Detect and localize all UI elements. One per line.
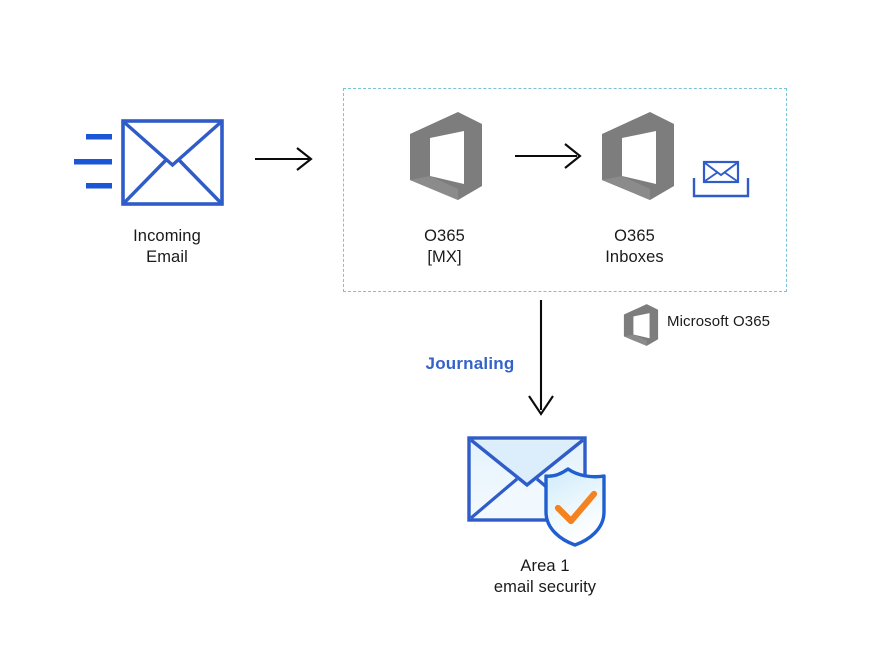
envelope-with-speedlines-icon bbox=[74, 118, 226, 210]
label-journaling: Journaling bbox=[425, 354, 515, 373]
label-o365-inboxes: O365 Inboxes bbox=[605, 227, 664, 266]
legend-label: Microsoft O365 bbox=[667, 313, 771, 330]
inbox-tray-icon bbox=[692, 158, 750, 200]
o365-boundary-zone bbox=[343, 88, 787, 292]
arrow-mx-to-inboxes-icon bbox=[515, 139, 585, 173]
envelope-shield-check-icon bbox=[465, 432, 623, 548]
arrow-incoming-to-mx-icon bbox=[255, 144, 315, 174]
office-365-icon bbox=[622, 303, 660, 347]
office-365-icon bbox=[598, 110, 678, 202]
label-o365-mx: O365 [MX] bbox=[424, 227, 465, 266]
office-365-icon bbox=[406, 110, 486, 202]
label-area1-email-security: Area 1 email security bbox=[493, 557, 597, 596]
arrow-inboxes-to-area1-icon bbox=[524, 300, 558, 418]
label-incoming-email: Incoming Email bbox=[133, 227, 201, 266]
